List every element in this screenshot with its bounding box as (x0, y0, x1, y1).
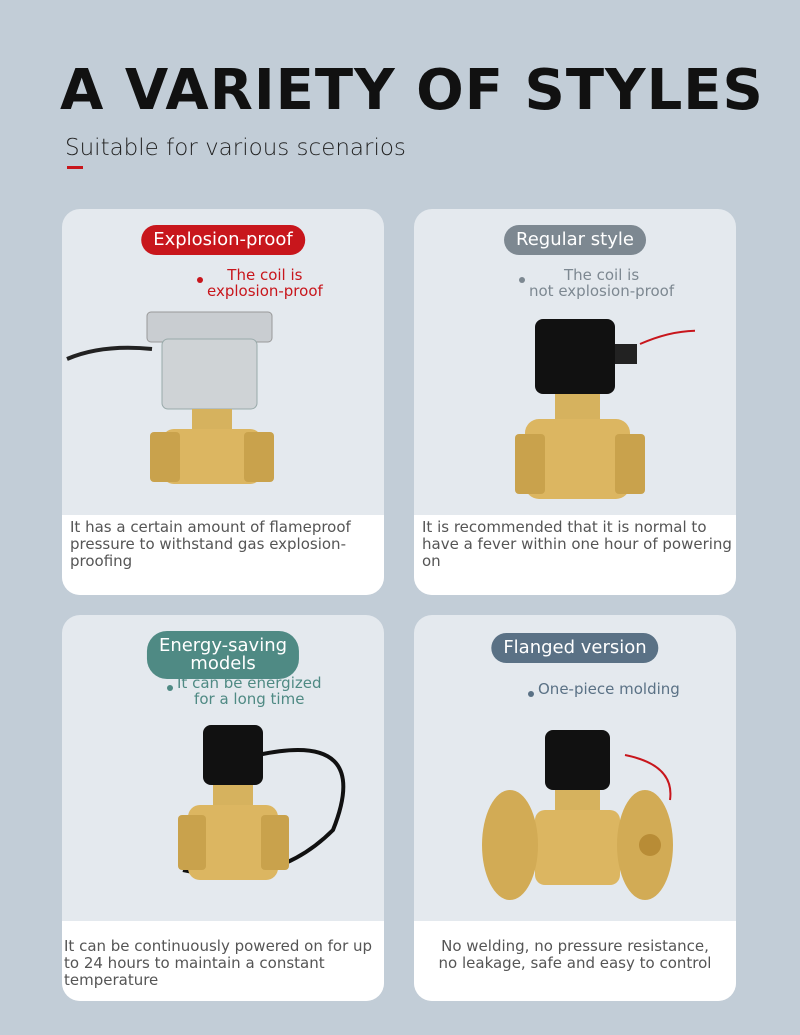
page-subtitle: Suitable for various scenarios (65, 135, 406, 161)
page-title: A VARIETY OF STYLES (60, 58, 764, 123)
card-footer (414, 921, 736, 1001)
energy-saving-valve-image (178, 725, 346, 880)
badge-flanged-version: Flanged version (491, 633, 659, 663)
explosion-proof-valve-image (66, 311, 274, 484)
badge-energy-saving: Energy-saving models (146, 631, 300, 679)
flanged-valve-image (482, 730, 673, 900)
card-footer (414, 515, 736, 595)
card-description: It can be continuously powered on for up… (64, 937, 373, 989)
card-explosion-proof: Explosion-proof The coil is explosion-pr… (62, 209, 384, 595)
card-description: No welding, no pressure resistance, no l… (438, 937, 712, 972)
feature-note-text: One-piece molding (538, 680, 680, 698)
feature-note-text: The coil is explosion-proof (207, 266, 323, 300)
badge-explosion-proof: Explosion-proof (141, 225, 305, 255)
regular-valve-image (515, 319, 695, 499)
feature-note: The coil is explosion-proof (197, 266, 323, 300)
card-regular-style: Regular style The coil is not explosion-… (414, 209, 736, 595)
feature-note-text: It can be energized for a long time (177, 674, 322, 708)
card-energy-saving: Energy-saving models It can be energized… (62, 615, 384, 1001)
feature-note-text: The coil is not explosion-proof (529, 266, 675, 300)
accent-underline (67, 166, 83, 169)
card-description: It has a certain amount of flameproof pr… (70, 518, 351, 570)
feature-note: One-piece molding (528, 680, 680, 698)
badge-regular-style: Regular style (504, 225, 646, 255)
feature-note: It can be energized for a long time (167, 674, 322, 708)
feature-note: The coil is not explosion-proof (519, 266, 675, 300)
card-description: It is recommended that it is normal to h… (422, 518, 732, 570)
card-flanged-version: Flanged version One-piece molding No wel… (414, 615, 736, 1001)
card-footer (62, 921, 384, 1001)
card-footer (62, 515, 384, 595)
